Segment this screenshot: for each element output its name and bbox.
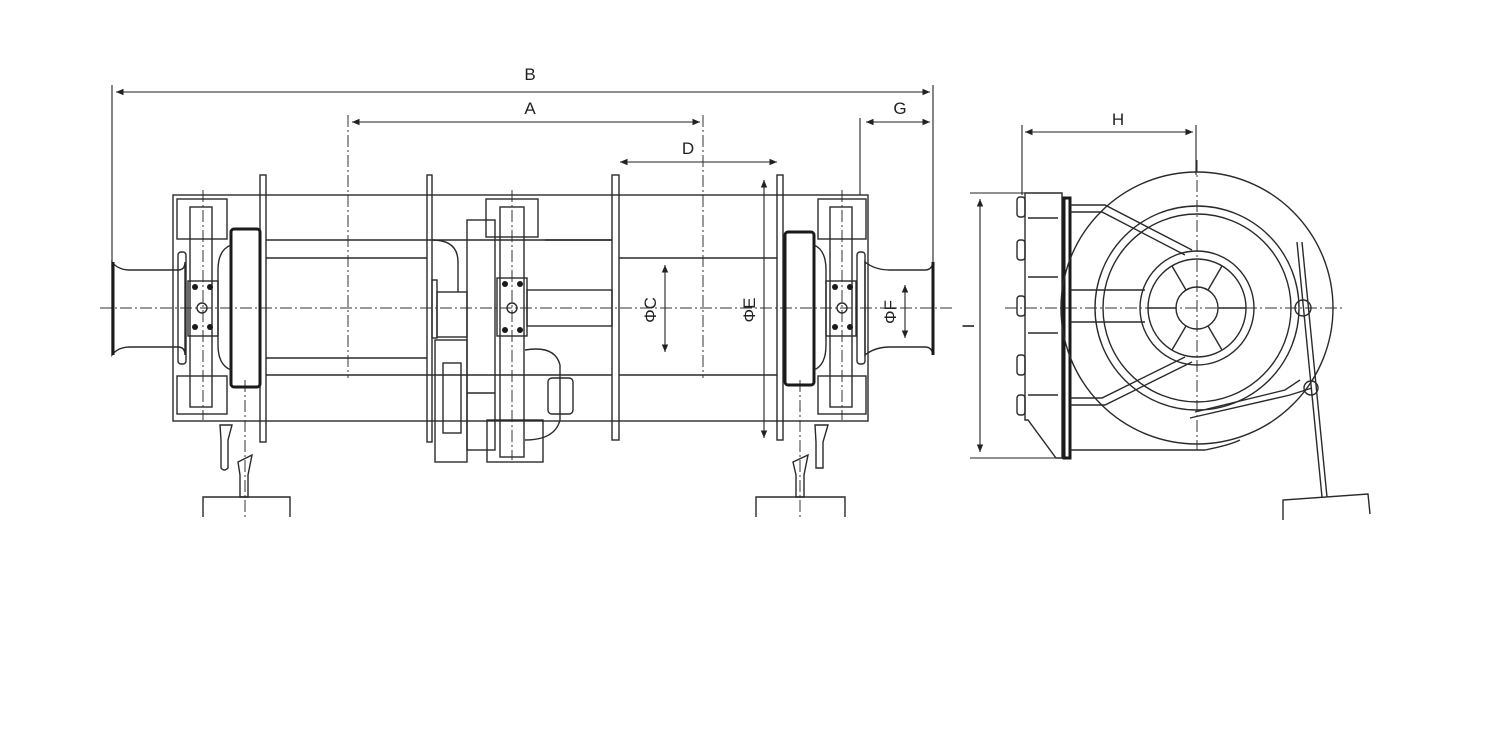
dimension-lines: [111, 85, 1197, 459]
left-brake-drum: [229, 227, 262, 389]
hydraulic-motor: [524, 348, 561, 441]
left-warping-head: [111, 259, 186, 358]
dimension-labels: B A D G H I ΦC ΦE ΦF: [524, 65, 1124, 328]
hub-wheel: [1139, 250, 1255, 366]
side-frame-plate: [1024, 192, 1063, 459]
label-A: A: [524, 99, 536, 118]
brake-handle: [1296, 241, 1328, 498]
center-lines: [100, 115, 1345, 520]
brake-lever: [219, 424, 233, 471]
drum-flange: [611, 174, 620, 441]
label-F: ΦF: [881, 300, 900, 324]
label-C: ΦC: [641, 297, 660, 323]
label-B: B: [524, 65, 535, 84]
label-E: ΦE: [740, 298, 759, 323]
pedestal: [202, 496, 291, 517]
right-brake-drum: [783, 230, 816, 387]
pedestal: [755, 496, 846, 517]
label-D: D: [682, 139, 694, 158]
base-frame: [172, 194, 869, 422]
brake-lever: [814, 424, 829, 469]
label-I: I: [959, 324, 978, 329]
gear-housing: [466, 219, 496, 451]
side-view: [1016, 171, 1371, 520]
label-H: H: [1112, 110, 1124, 129]
side-pedestal: [1282, 493, 1371, 520]
label-G: G: [893, 99, 906, 118]
drum-flange-circle: [1060, 171, 1334, 445]
drum-flange: [776, 174, 784, 441]
front-view: [111, 174, 935, 517]
